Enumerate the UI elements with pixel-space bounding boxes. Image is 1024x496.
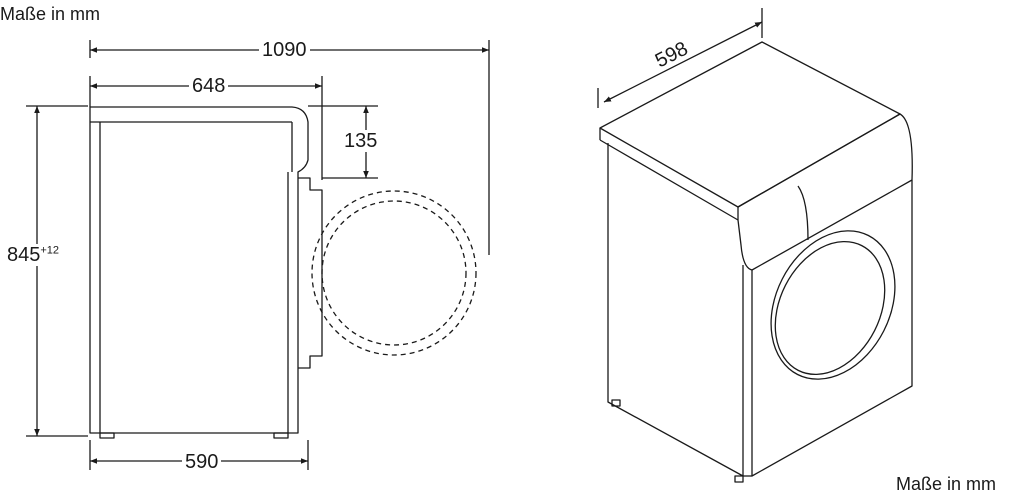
dim-label-height-value: 845 bbox=[7, 244, 41, 266]
unit-caption-bottom-right: Maße in mm bbox=[896, 474, 997, 494]
dim-label-height-tolerance: +12 bbox=[40, 244, 60, 257]
unit-caption-top-left: Maße in mm bbox=[0, 4, 101, 24]
dim-label-base-depth: 590 bbox=[182, 451, 222, 473]
dimension-lines bbox=[26, 8, 763, 470]
dim-label-total-depth: 1090 bbox=[259, 39, 310, 61]
side-view-outline bbox=[89, 106, 323, 439]
dim-label-height: 845+12 bbox=[4, 244, 63, 266]
iso-view-outline bbox=[599, 41, 913, 483]
dim-label-body-depth: 648 bbox=[189, 75, 229, 97]
dim-label-door-offset: 135 bbox=[341, 130, 381, 152]
door-swing-arc bbox=[311, 190, 477, 356]
